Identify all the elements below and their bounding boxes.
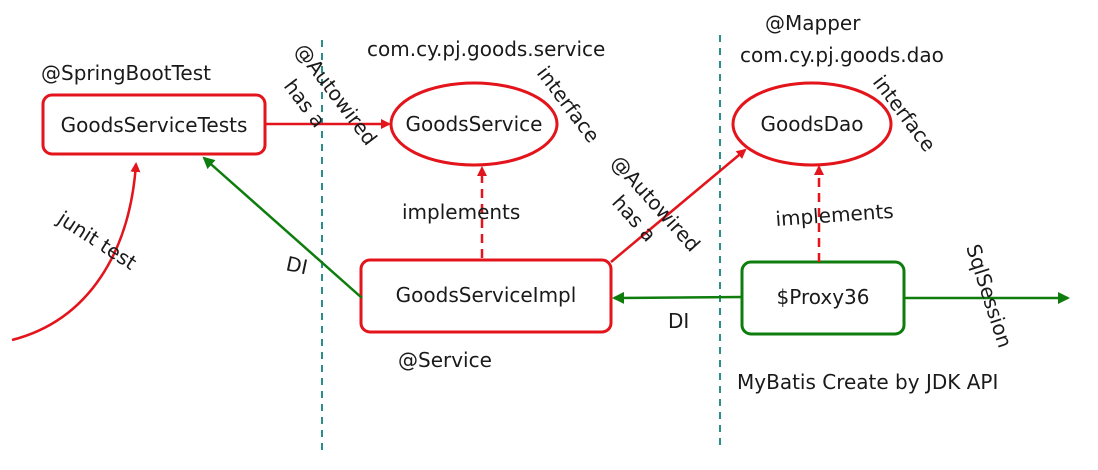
node-goods-dao: GoodsDao xyxy=(731,81,893,167)
node-goods-service-tests: GoodsServiceTests xyxy=(41,93,267,156)
edge-proxy-di-impl xyxy=(612,291,743,304)
label-di-1: DI xyxy=(284,251,310,279)
label-di-2: DI xyxy=(668,309,689,333)
label-dao-package: com.cy.pj.goods.dao xyxy=(740,43,944,67)
node-goods-dao-label: GoodsDao xyxy=(761,112,864,136)
node-goods-service: GoodsService xyxy=(389,81,559,167)
node-goods-service-impl: GoodsServiceImpl xyxy=(359,258,613,334)
node-goods-service-label: GoodsService xyxy=(405,112,542,136)
edge-impl-di-tests xyxy=(202,156,363,299)
node-goods-service-tests-label: GoodsServiceTests xyxy=(61,113,248,137)
label-implements-2: implements xyxy=(775,199,895,231)
label-spring-boot-test: @SpringBootTest xyxy=(41,61,211,85)
label-service-package: com.cy.pj.goods.service xyxy=(367,37,605,61)
node-proxy36-label: $Proxy36 xyxy=(777,285,870,309)
label-mybatis-note: MyBatis Create by JDK API xyxy=(737,370,998,394)
edge-impl-to-dao xyxy=(610,148,747,263)
node-goods-service-impl-label: GoodsServiceImpl xyxy=(396,283,577,307)
edge-junit-test xyxy=(11,162,141,342)
label-sql-session: SqlSession xyxy=(961,241,1017,350)
node-proxy36: $Proxy36 xyxy=(740,260,906,336)
label-implements-1: implements xyxy=(402,200,520,224)
label-service-annotation: @Service xyxy=(398,348,492,372)
label-mapper: @Mapper xyxy=(765,11,861,35)
